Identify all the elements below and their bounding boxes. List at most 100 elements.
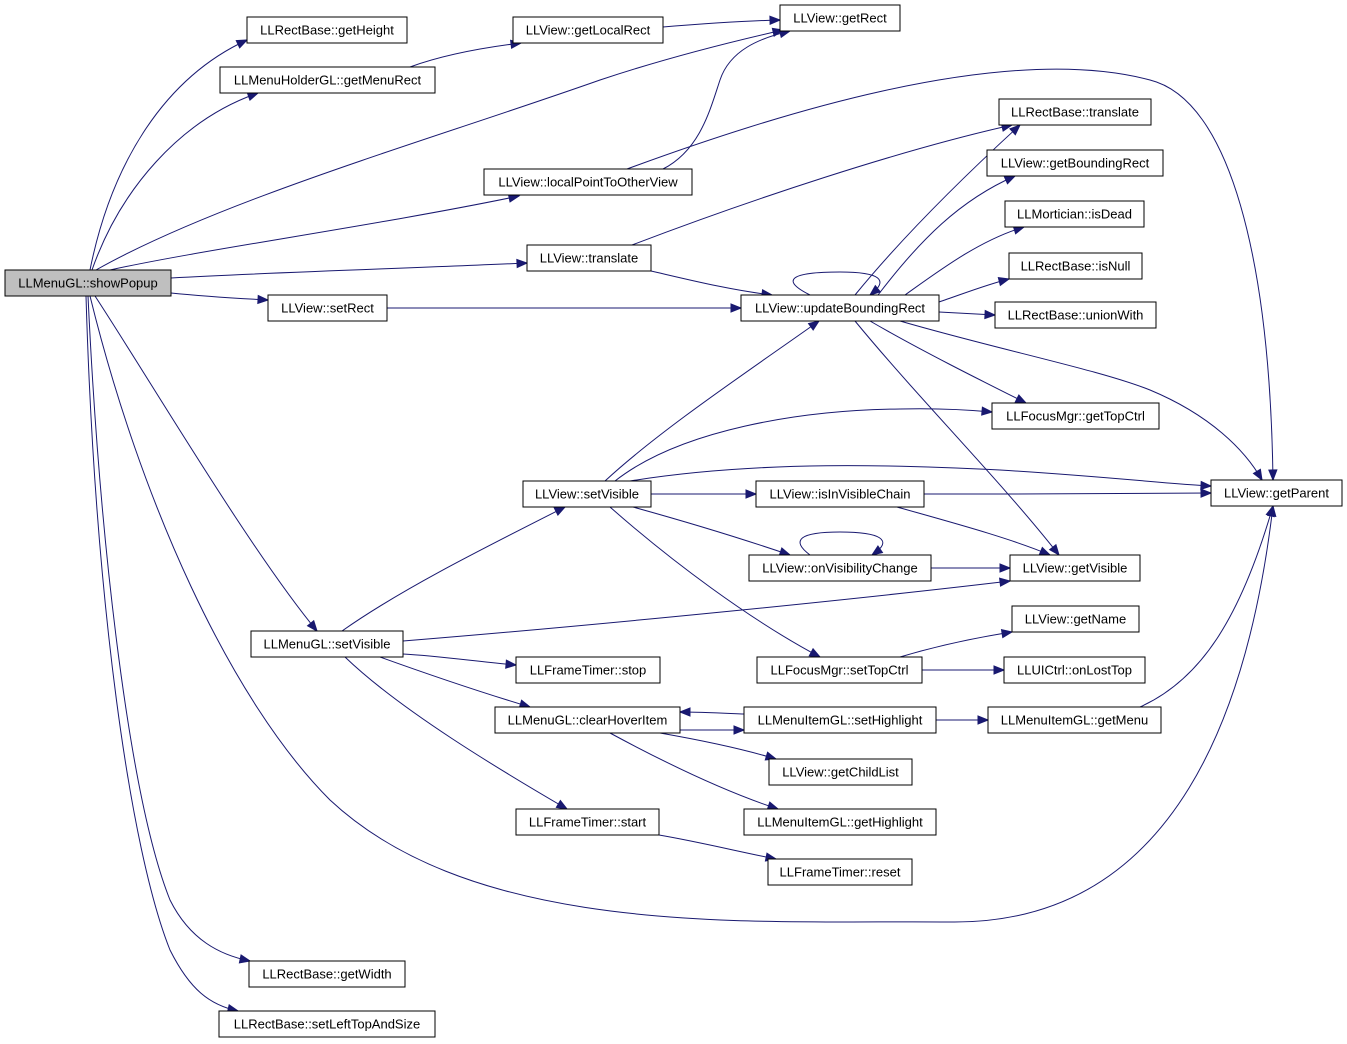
node-label: LLRectBase::getHeight	[260, 23, 394, 38]
edge-menuSetVisible-to-getVisible	[402, 577, 1012, 642]
edge-viewSetVisible-to-updateBoundingRect	[604, 320, 821, 482]
node-box	[1004, 200, 1145, 228]
node-unionWith[interactable]: LLRectBase::unionWith	[994, 301, 1157, 329]
edge-line	[629, 465, 1212, 487]
node-getParent[interactable]: LLView::getParent	[1210, 479, 1343, 507]
edge-viewSetVisible-to-getTopCtrl	[614, 406, 994, 482]
arrowhead-icon	[981, 406, 994, 416]
edge-onVisibilityChange-to-getVisible	[931, 563, 1012, 573]
edge-line	[91, 92, 259, 271]
node-updateBoundingRect[interactable]: LLView::updateBoundingRect	[740, 294, 940, 322]
node-isDead[interactable]: LLMortician::isDead	[1004, 200, 1145, 228]
node-timerStart[interactable]: LLFrameTimer::start	[515, 808, 660, 836]
node-getMenu[interactable]: LLMenuItemGL::getMenu	[987, 706, 1162, 734]
edge-line	[402, 580, 1011, 642]
edge-line	[604, 320, 820, 482]
node-onLostTop[interactable]: LLUICtrl::onLostTop	[1003, 656, 1146, 684]
node-getBoundingRect[interactable]: LLView::getBoundingRect	[986, 149, 1164, 177]
edge-showPopup-to-getHeight	[89, 39, 249, 271]
node-getHeight[interactable]: LLRectBase::getHeight	[246, 16, 408, 44]
node-getWidth[interactable]: LLRectBase::getWidth	[248, 960, 406, 988]
edge-showPopup-to-getWidth	[87, 295, 252, 964]
node-label: LLMenuItemGL::getHighlight	[757, 815, 923, 830]
arrowhead-icon	[1009, 124, 1021, 136]
arrowhead-icon	[807, 320, 821, 331]
node-label: LLMenuItemGL::getMenu	[1001, 713, 1148, 728]
node-getVisible[interactable]: LLView::getVisible	[1009, 554, 1141, 582]
node-getTopCtrl[interactable]: LLFocusMgr::getTopCtrl	[991, 402, 1160, 430]
node-showPopup[interactable]: LLMenuGL::showPopup	[4, 269, 172, 297]
arrowhead-icon	[1265, 504, 1275, 518]
node-localPointToOtherView[interactable]: LLView::localPointToOtherView	[483, 168, 693, 196]
node-setTopCtrl[interactable]: LLFocusMgr::setTopCtrl	[756, 656, 923, 684]
edge-menuSetVisible-to-viewSetVisible	[341, 506, 567, 632]
edge-line	[170, 262, 528, 279]
node-box	[494, 706, 681, 734]
edge-line	[94, 295, 318, 632]
node-label: LLMenuGL::clearHoverItem	[508, 713, 668, 728]
node-setHighlight[interactable]: LLMenuItemGL::setHighlight	[743, 706, 937, 734]
node-box	[987, 706, 1162, 734]
node-box	[522, 480, 652, 508]
call-nodes: LLMenuGL::showPopup LLRectBase::getHeight…	[4, 4, 1343, 1038]
node-box	[4, 269, 172, 297]
arrowhead-icon	[1200, 480, 1213, 491]
node-isNull[interactable]: LLRectBase::isNull	[1008, 252, 1143, 280]
edge-showPopup-to-setRect	[170, 292, 270, 305]
arrowhead-icon	[1048, 543, 1060, 557]
edge-line	[609, 732, 779, 810]
node-getHighlight[interactable]: LLMenuItemGL::getHighlight	[743, 808, 937, 836]
edge-line	[89, 39, 248, 271]
edge-line	[626, 68, 1274, 481]
node-box	[512, 16, 664, 44]
edge-getLocalRect-to-getRect	[662, 15, 782, 28]
edge-line	[854, 320, 1060, 556]
arrowhead-icon	[769, 15, 782, 26]
node-menuSetVisible[interactable]: LLMenuGL::setVisible	[250, 630, 404, 658]
arrowhead-icon	[555, 799, 569, 810]
node-getChildList[interactable]: LLView::getChildList	[768, 758, 913, 786]
edge-line	[899, 631, 1013, 658]
node-getName[interactable]: LLView::getName	[1011, 605, 1140, 633]
node-setRect[interactable]: LLView::setRect	[267, 294, 388, 322]
node-box	[218, 1010, 436, 1038]
arrowhead-icon	[1268, 469, 1278, 482]
node-box	[756, 656, 923, 684]
node-onVisibilityChange[interactable]: LLView::onVisibilityChange	[748, 554, 932, 582]
node-getLocalRect[interactable]: LLView::getLocalRect	[512, 16, 664, 44]
edge-line	[799, 531, 884, 556]
node-getMenuRect[interactable]: LLMenuHolderGL::getMenuRect	[219, 66, 436, 94]
node-rectTranslate[interactable]: LLRectBase::translate	[998, 98, 1152, 126]
node-box	[748, 554, 932, 582]
edge-line	[1139, 505, 1274, 708]
node-label: LLView::onVisibilityChange	[762, 561, 917, 576]
edge-menuSetVisible-to-timerStop	[402, 653, 518, 669]
node-timerReset[interactable]: LLFrameTimer::reset	[767, 858, 913, 886]
arrowhead-icon	[306, 619, 318, 633]
node-isInVisibleChain[interactable]: LLView::isInVisibleChain	[755, 480, 925, 508]
node-label: LLUICtrl::onLostTop	[1017, 663, 1132, 678]
edge-updateBoundingRect-to-unionWith	[938, 309, 997, 320]
node-setLeftTopAndSize[interactable]: LLRectBase::setLeftTopAndSize	[218, 1010, 436, 1038]
node-getRect[interactable]: LLView::getRect	[779, 4, 901, 32]
node-label: LLView::localPointToOtherView	[498, 175, 678, 190]
edge-line	[662, 19, 781, 28]
edge-getMenu-to-getParent	[1139, 504, 1275, 708]
edge-line	[409, 42, 522, 68]
node-timerStop[interactable]: LLFrameTimer::stop	[515, 656, 661, 684]
edge-line	[632, 506, 791, 556]
edge-line	[854, 124, 1021, 296]
arrowhead-icon	[235, 39, 249, 49]
node-box	[1003, 656, 1146, 684]
node-clearHoverItem[interactable]: LLMenuGL::clearHoverItem	[494, 706, 681, 734]
node-box	[986, 149, 1164, 177]
arrowhead-icon	[730, 303, 743, 313]
edge-clearHoverItem-to-getHighlight	[609, 732, 780, 811]
arrowhead-icon	[870, 545, 884, 556]
edge-updateBoundingRect-to-isDead	[904, 225, 1026, 296]
node-viewSetVisible[interactable]: LLView::setVisible	[522, 480, 652, 508]
edge-line	[402, 653, 517, 666]
node-box	[1009, 554, 1141, 582]
node-box	[743, 808, 937, 836]
node-viewTranslate[interactable]: LLView::translate	[526, 244, 652, 272]
